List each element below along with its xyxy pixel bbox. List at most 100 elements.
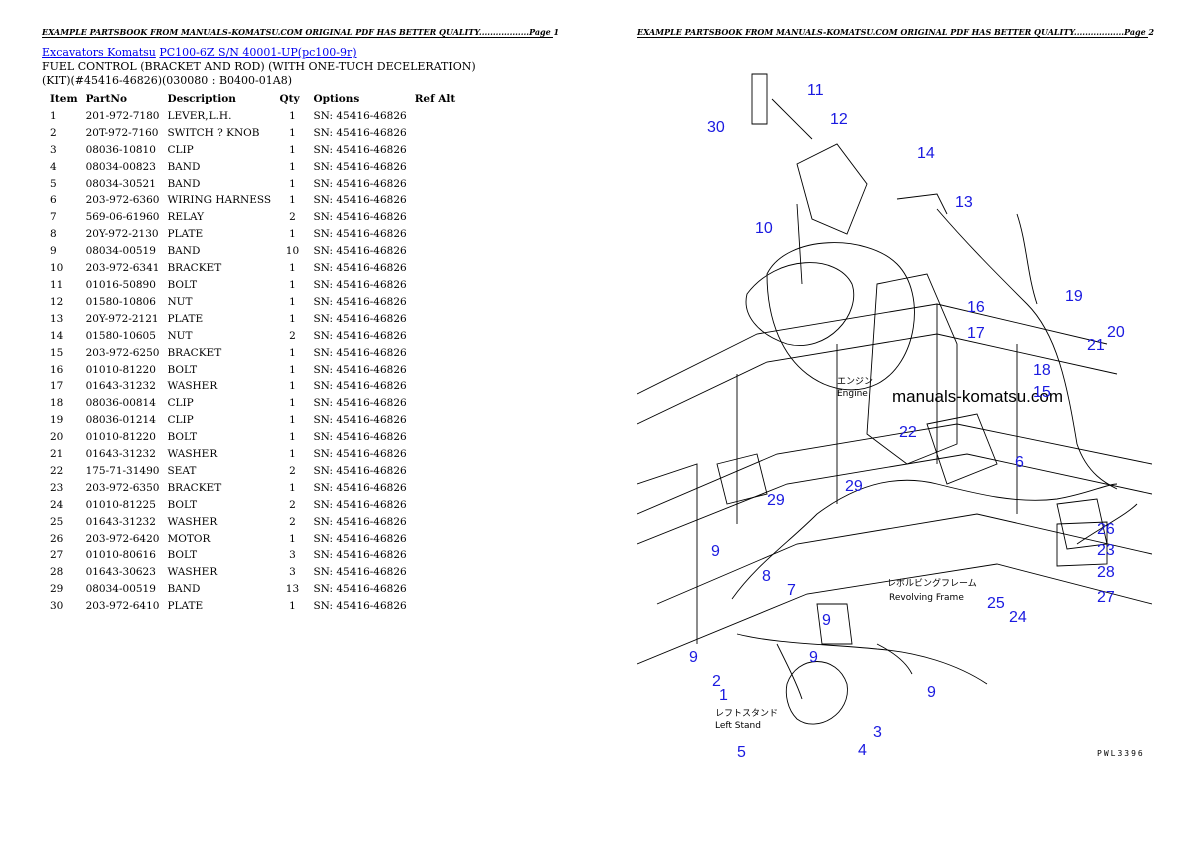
column-header: PartNo: [85, 93, 127, 105]
description-cell: BOLT: [167, 363, 198, 376]
refalt-cell: [411, 480, 460, 497]
qty-cell: 2: [289, 329, 296, 342]
partno-cell: 203-972-6360: [85, 194, 160, 207]
column-header: Options: [313, 93, 360, 105]
partno-cell: 08034-00519: [85, 583, 156, 596]
item-cell: 24: [50, 498, 64, 511]
description-cell: BRACKET: [167, 262, 222, 275]
options-cell: SN: 45416-46826: [313, 109, 407, 122]
callout-15: 15: [1033, 384, 1051, 401]
callout-26: 26: [1097, 521, 1115, 538]
callout-9b: 9: [822, 612, 831, 629]
exploded-parts-diagram: エンジン Engine レボルビングフレーム Revolving Frame レ…: [637, 73, 1152, 761]
item-cell: 3: [50, 143, 57, 156]
options-cell: SN: 45416-46826: [313, 177, 407, 190]
breadcrumb-link-model[interactable]: PC100-6Z S/N 40001-UP(pc100-9r): [159, 46, 357, 59]
options-cell: SN: 45416-46826: [313, 566, 407, 579]
callout-10: 10: [755, 220, 773, 237]
partno-cell: 01010-81220: [85, 431, 156, 444]
partno-cell: 20Y-972-2130: [85, 228, 159, 241]
options-cell: SN: 45416-46826: [313, 295, 407, 308]
item-cell: 9: [50, 245, 57, 258]
item-cell: 5: [50, 177, 57, 190]
column-header: Item: [50, 93, 78, 105]
item-cell: 7: [50, 211, 57, 224]
description-cell: NUT: [167, 329, 193, 342]
drawing-code: PWL3396: [1097, 749, 1145, 758]
refalt-cell: [411, 159, 460, 176]
item-cell: 18: [50, 397, 64, 410]
breadcrumb-link-excavators[interactable]: Excavators Komatsu: [42, 46, 156, 59]
options-cell: SN: 45416-46826: [313, 278, 407, 291]
page-title: FUEL CONTROL (BRACKET AND ROD) (WITH ONE…: [42, 60, 476, 73]
options-cell: SN: 45416-46826: [313, 363, 407, 376]
options-cell: SN: 45416-46826: [313, 143, 407, 156]
partno-cell: 203-972-6341: [85, 262, 160, 275]
description-cell: MOTOR: [167, 532, 211, 545]
qty-cell: 1: [289, 295, 296, 308]
callout-16: 16: [967, 299, 985, 316]
refalt-cell: [411, 564, 460, 581]
callout-6: 6: [1015, 454, 1024, 471]
options-cell: SN: 45416-46826: [313, 481, 407, 494]
partno-cell: 01580-10806: [85, 295, 156, 308]
refalt-cell: [411, 294, 460, 311]
refalt-cell: [411, 328, 460, 345]
qty-cell: 2: [289, 211, 296, 224]
qty-cell: 1: [289, 397, 296, 410]
refalt-cell: [411, 345, 460, 362]
callout-11: 11: [807, 82, 824, 99]
refalt-cell: [411, 378, 460, 395]
qty-cell: 1: [289, 228, 296, 241]
options-cell: SN: 45416-46826: [313, 228, 407, 241]
item-cell: 6: [50, 194, 57, 207]
options-cell: SN: 45416-46826: [313, 549, 407, 562]
column-header: Description: [167, 93, 236, 105]
item-cell: 15: [50, 346, 64, 359]
description-cell: BOLT: [167, 498, 198, 511]
callout-23: 23: [1097, 542, 1115, 559]
callout-14: 14: [917, 145, 935, 162]
callout-5: 5: [737, 744, 746, 761]
partno-cell: 01016-50890: [85, 278, 156, 291]
callout-20: 20: [1107, 324, 1125, 341]
description-cell: BOLT: [167, 431, 198, 444]
callout-29a: 29: [767, 492, 785, 509]
refalt-cell: [411, 108, 460, 125]
qty-cell: 2: [289, 515, 296, 528]
callout-25: 25: [987, 595, 1005, 612]
refalt-cell: [411, 277, 460, 294]
callout-9d: 9: [689, 649, 698, 666]
refalt-cell: [411, 598, 460, 615]
qty-cell: 1: [289, 448, 296, 461]
item-cell: 22: [50, 464, 64, 477]
qty-cell: 1: [289, 600, 296, 613]
callout-27: 27: [1097, 589, 1115, 606]
page-subtitle: (KIT)(#45416-46826)(030080 : B0400-01A8): [42, 74, 292, 87]
description-cell: BOLT: [167, 278, 198, 291]
options-cell: SN: 45416-46826: [313, 160, 407, 173]
callout-2: 2: [712, 673, 721, 690]
breadcrumb: Excavators Komatsu PC100-6Z S/N 40001-UP…: [42, 46, 357, 60]
description-cell: WASHER: [167, 566, 218, 579]
qty-cell: 1: [289, 109, 296, 122]
refalt-cell: [411, 226, 460, 243]
item-cell: 4: [50, 160, 57, 173]
description-cell: LEVER,L.H.: [167, 109, 232, 122]
partno-cell: 08036-10810: [85, 143, 156, 156]
callout-labels: 30 11 12 14 13 10 19 16 17 20 21 18 15 2…: [689, 82, 1125, 761]
refalt-cell: [411, 311, 460, 328]
options-cell: SN: 45416-46826: [313, 329, 407, 342]
options-cell: SN: 45416-46826: [313, 126, 407, 139]
